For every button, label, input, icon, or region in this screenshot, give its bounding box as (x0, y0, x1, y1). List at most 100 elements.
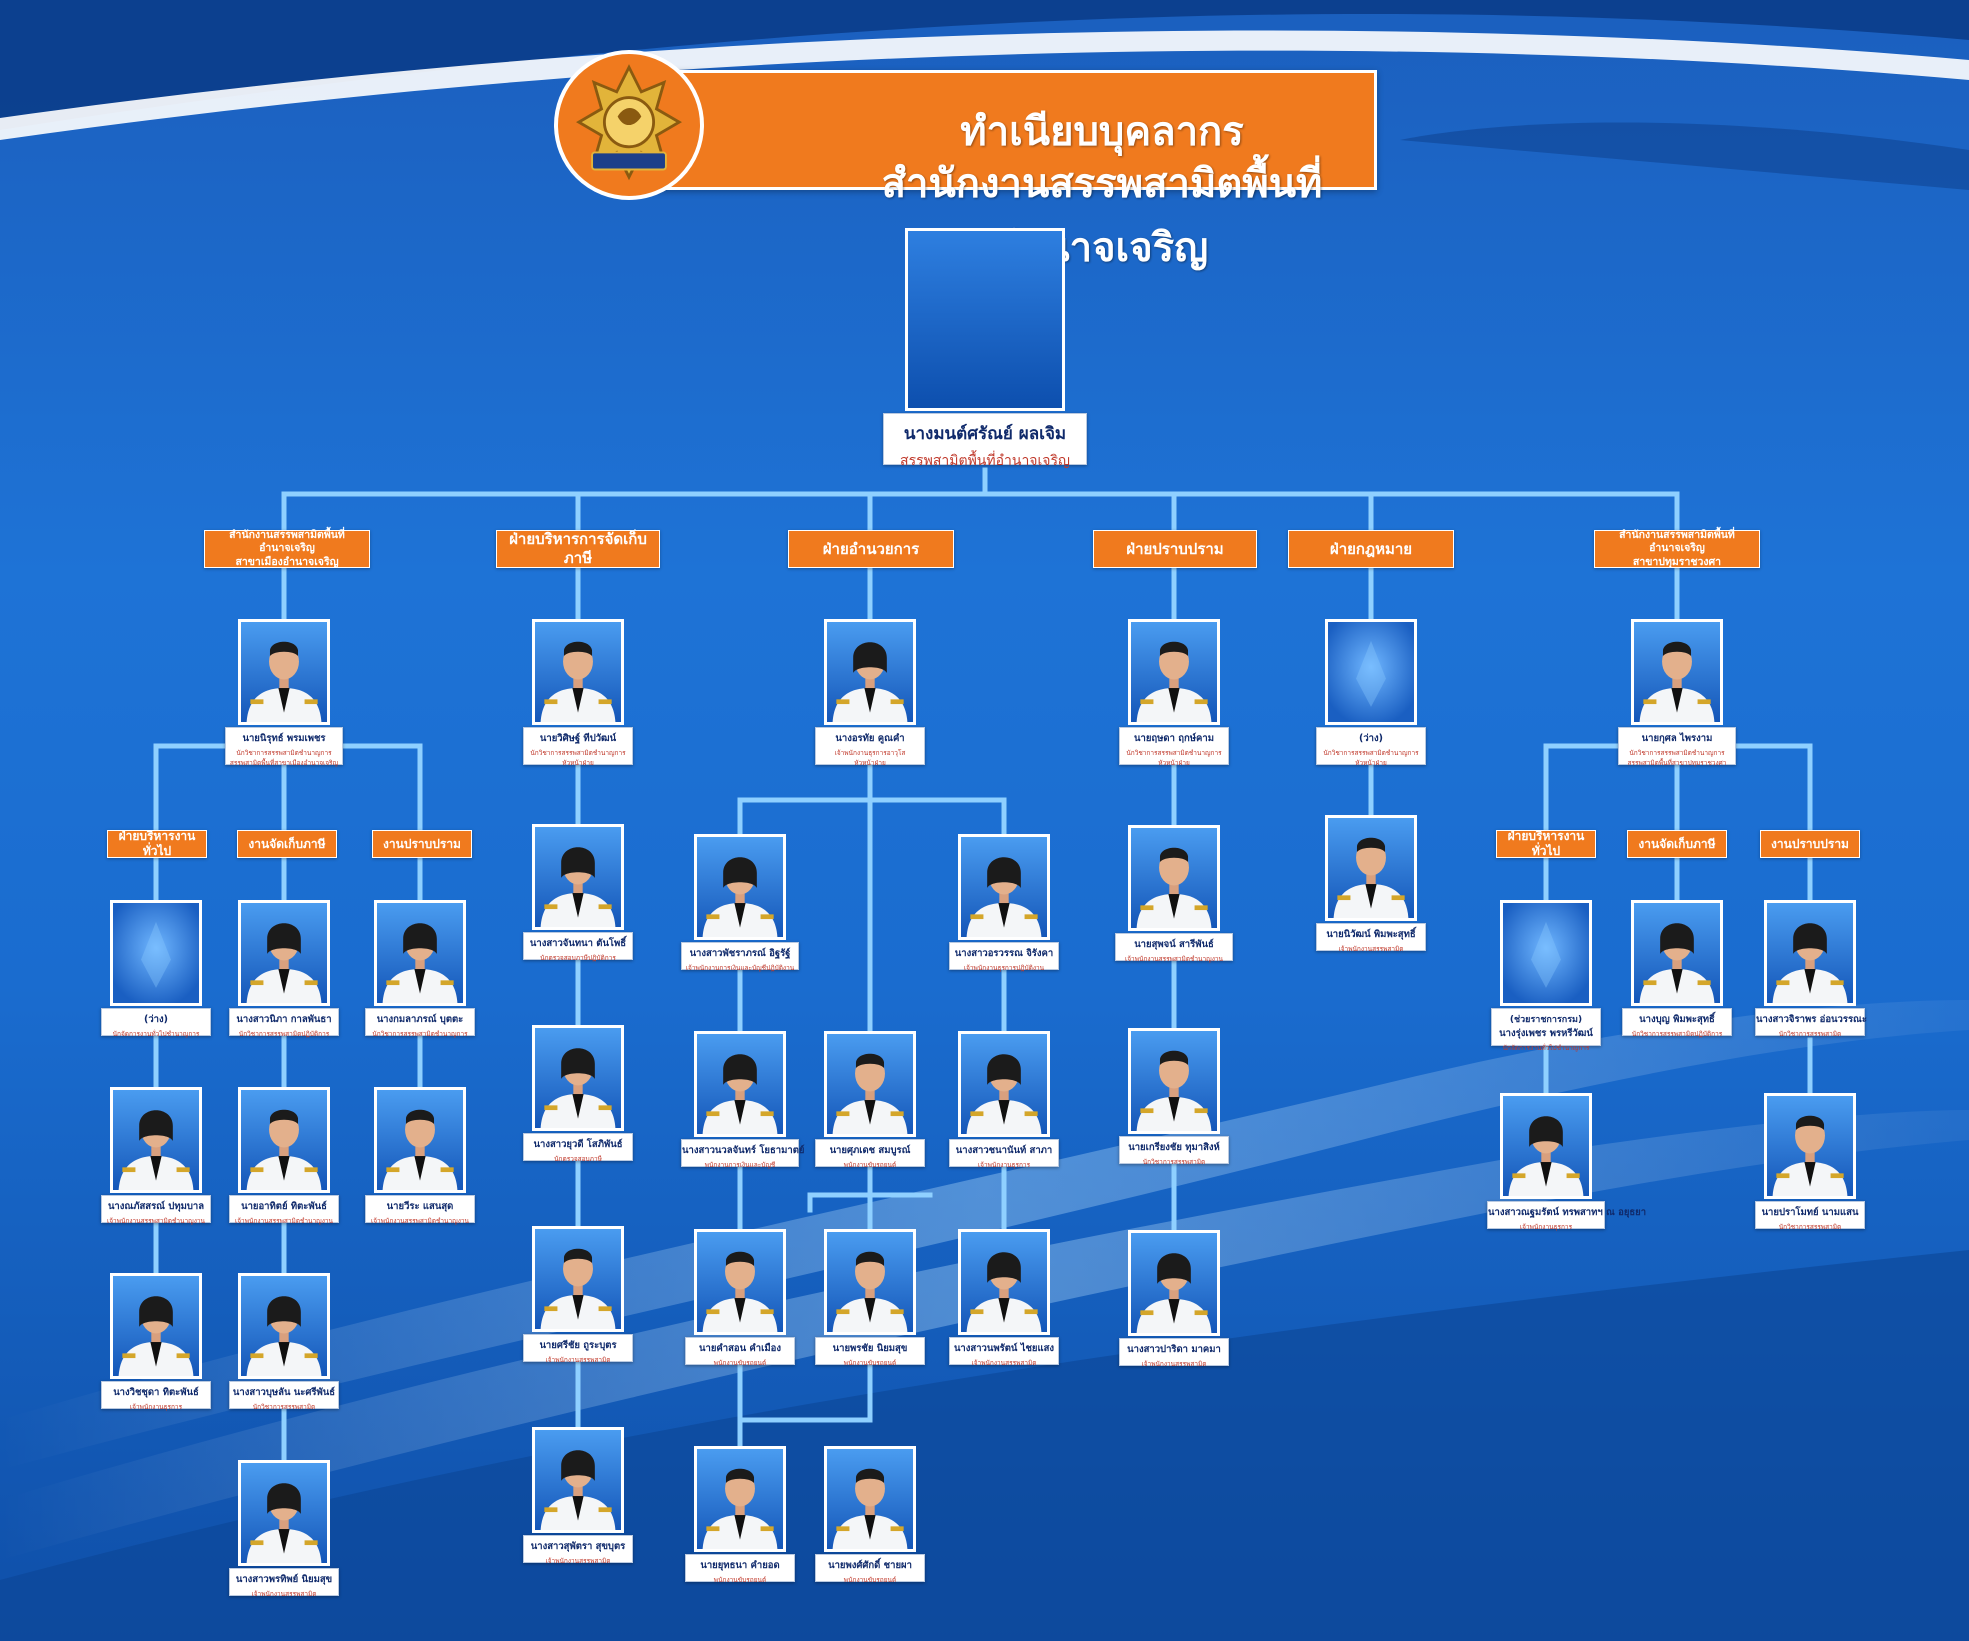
staff-name: นางสาวชนานันท์ สาภา (955, 1145, 1053, 1156)
staff-label: นายนิวัฒน์ พิมพะสุทธิ์เจ้าพนักงานสรรพสาม… (1316, 923, 1426, 953)
staff-photo (824, 1446, 916, 1552)
staff-name: นางสาวณฐมรัตน์ ทรพสาทฯ ณ อยุธยา (1488, 1207, 1647, 1218)
dept-branch-pathum-line2: สาขาปทุมราชวงศา (1632, 555, 1722, 568)
staff-label: นางสาวนพรัตน์ ไชยแสงเจ้าพนักงานสรรพสามิต (949, 1337, 1059, 1367)
subdept-tax-2-label: งานจัดเก็บภาษี (1638, 836, 1716, 851)
staff-name: นางกมลาภรณ์ บุตตะ (376, 1014, 464, 1025)
staff-name: นายนิรุทธ์ พรมเพชร (242, 733, 326, 744)
staff-position: นักวิชาการสรรพสามิตปฏิบัติการ (1631, 1030, 1723, 1038)
staff-photo (1128, 1230, 1220, 1336)
staff-position: เจ้าพนักงานธุรการ (977, 1161, 1031, 1169)
staff-position: นักวิชาการสรรพสามิตชำนาญการ (236, 749, 332, 757)
dept-branch-pathum: สำนักงานสรรพสามิตพื้นที่อำนาจเจริญ สาขาป… (1594, 529, 1760, 568)
staff-label: นางสาวสุพัตรา สุขบุตรเจ้าพนักงานสรรพสามิ… (523, 1535, 633, 1565)
staff-photo (824, 1031, 916, 1137)
staff-name: นายศรีชัย ถูระบุตร (539, 1340, 617, 1351)
staff-photo (238, 619, 330, 725)
staff-position: นักวิชาการสรรพสามิต (1778, 1223, 1842, 1231)
staff-position: พนักงานขับรถยนต์ (843, 1161, 897, 1169)
staff-photo (532, 1025, 624, 1131)
staff-photo (1631, 619, 1723, 725)
staff-position: นักวิชาการสรรพสามิตชำนาญการ (372, 1030, 468, 1038)
staff-label: นางสาวณฐมรัตน์ ทรพสาทฯ ณ อยุธยาเจ้าพนักง… (1487, 1201, 1647, 1231)
staff-label: นายศรีชัย ถูระบุตรเจ้าพนักงานสรรพสามิต (523, 1334, 633, 1364)
staff-position: นักวิชาการสรรพสามิตชำนาญการ (530, 749, 626, 757)
staff-position: เจ้าพนักงานสรรพสามิต (1338, 945, 1404, 953)
staff-label: นายพงศ์ศักดิ์ ชายผาพนักงานขับรถยนต์ (815, 1554, 925, 1584)
staff-label: นายพรชัย นิยมสุขพนักงานขับรถยนต์ (815, 1337, 925, 1367)
staff-name: นายพงศ์ศักดิ์ ชายผา (828, 1560, 912, 1571)
staff-label: นางบุญ พิมพะสุทธิ์นักวิชาการสรรพสามิตปฏิ… (1622, 1008, 1732, 1038)
staff-label: นางสาวนิภา กาลพันธานักวิชาการสรรพสามิตปฏ… (229, 1008, 339, 1038)
staff-label: นางสาวชนานันท์ สาภาเจ้าพนักงานธุรการ (949, 1139, 1059, 1169)
staff-name: นายยุทธนา คำยอด (700, 1560, 780, 1571)
staff-position: เจ้าพนักงานธุรการปฏิบัติงาน (963, 964, 1045, 972)
director-position: สรรพสามิตพื้นที่อำนาจเจริญ (900, 453, 1070, 469)
header-banner: ทำเนียบบุคลากร สำนักงานสรรพสามิตพื้นที่อ… (624, 70, 1377, 271)
staff-name: นางสาวนิภา กาลพันธา (236, 1014, 332, 1025)
staff-position-secondary: หัวหน้าฝ่าย (1355, 759, 1387, 767)
staff-photo (374, 1087, 466, 1193)
dept-administration-label: ฝ่ายอำนวยการ (822, 539, 920, 558)
staff-position: เจ้าพนักงานธุรการอาวุโส (834, 749, 906, 757)
staff-label: นายปราโมทย์ นามแสนนักวิชาการสรรพสามิต (1755, 1201, 1865, 1231)
staff-position: เจ้าพนักงานสรรพสามิต (251, 1590, 317, 1598)
staff-position: พนักงานขับรถยนต์ (843, 1576, 897, 1584)
excise-emblem-logo (554, 50, 704, 200)
staff-name: (ว่าง) (144, 1014, 168, 1025)
staff-label: นายศุภเดช สมบูรณ์พนักงานขับรถยนต์ (815, 1139, 925, 1169)
staff-photo (238, 1460, 330, 1566)
staff-photo (694, 1031, 786, 1137)
staff-photo (374, 900, 466, 1006)
page-title: ทำเนียบบุคลากร (960, 109, 1244, 155)
staff-name: นางวิชชุดา ทิตะพันธ์ (113, 1387, 199, 1398)
staff-name: นายศุภเดช สมบูรณ์ (829, 1145, 911, 1156)
staff-position: เจ้าพนักงานสรรพสามิตชำนาญงาน (107, 1217, 205, 1225)
staff-photo (1325, 815, 1417, 921)
staff-label: นางณภัสสรณ์ ปทุมบาลเจ้าพนักงานสรรพสามิตช… (101, 1195, 211, 1225)
staff-name: นางอรทัย คูณคำ (835, 733, 905, 744)
staff-label: นายเกรียงชัย ทุมาสิงห์นักวิชาการสรรพสามิ… (1119, 1136, 1229, 1166)
staff-name: นายกุศล ไพรงาม (1641, 733, 1713, 744)
staff-photo (1128, 619, 1220, 725)
staff-name: นายฤษดา ฤกษ์คาม (1134, 733, 1214, 744)
staff-label: นางอรทัย คูณคำเจ้าพนักงานธุรการอาวุโสหัว… (815, 727, 925, 767)
staff-name: นางสาวปาริดา มาคมา (1127, 1344, 1221, 1355)
staff-photo (1128, 1028, 1220, 1134)
staff-photo (532, 824, 624, 930)
staff-position: เจ้าพนักงานสรรพสามิต (545, 1557, 611, 1565)
staff-name: นางสาวบุษลัน นะศรีพันธ์ (232, 1387, 336, 1398)
staff-photo (694, 1229, 786, 1335)
staff-photo (1764, 1093, 1856, 1199)
subdept-tax-1: งานจัดเก็บภาษี (237, 830, 337, 858)
staff-position: นักวิชาการสรรพสามิต (1142, 1158, 1206, 1166)
staff-photo (824, 619, 916, 725)
dept-tax-collection: ฝ่ายบริหารการจัดเก็บภาษี (496, 530, 660, 568)
director-photo (905, 228, 1065, 411)
subdept-suppression-1: งานปราบปราม (372, 830, 472, 858)
staff-name: นายเกรียงชัย ทุมาสิงห์ (1128, 1142, 1220, 1153)
staff-label: นายยุทธนา คำยอดพนักงานขับรถยนต์ (685, 1554, 795, 1584)
staff-position: นักวิชาการสรรพสามิต (252, 1403, 316, 1411)
staff-name: นางรุ่งเพชร พรหรีวัฒน์ (1499, 1028, 1593, 1039)
staff-label: นายอาทิตย์ ทิตะพันธ์เจ้าพนักงานสรรพสามิต… (229, 1195, 339, 1225)
staff-photo (532, 619, 624, 725)
staff-position: เจ้าพนักงานการเงินและบัญชีปฏิบัติงาน (685, 964, 795, 972)
staff-label: นางสาวบุษลัน นะศรีพันธ์นักวิชาการสรรพสาม… (229, 1381, 339, 1411)
subdept-general-admin-2: ฝ่ายบริหารงานทั่วไป (1496, 829, 1596, 858)
staff-name: นางสาวอรวรรณ จิรังคา (954, 948, 1054, 959)
staff-position: นักจัดการงานทั่วไปชำนาญการ (1502, 1044, 1590, 1052)
staff-name: นางบุญ พิมพะสุทธิ์ (1639, 1014, 1715, 1025)
dept-legal: ฝ่ายกฎหมาย (1288, 530, 1454, 568)
staff-position: พนักงานขับรถยนต์ (843, 1359, 897, 1367)
dept-legal-label: ฝ่ายกฎหมาย (1329, 539, 1413, 558)
staff-label: นางวิชชุดา ทิตะพันธ์เจ้าพนักงานธุรการ (101, 1381, 211, 1411)
dept-suppression-label: ฝ่ายปราบปราม (1126, 539, 1224, 558)
staff-name: นายคำสอน คำเมือง (699, 1343, 781, 1354)
dept-administration: ฝ่ายอำนวยการ (788, 530, 954, 568)
staff-label: นางสาวพรทิพย์ นิยมสุขเจ้าพนักงานสรรพสามิ… (229, 1568, 339, 1598)
staff-label: นางสาวพัชราภรณ์ อิฐรัฐ์เจ้าพนักงานการเงิ… (681, 942, 799, 972)
staff-name: นางสาวสุพัตรา สุขบุตร (530, 1541, 626, 1552)
